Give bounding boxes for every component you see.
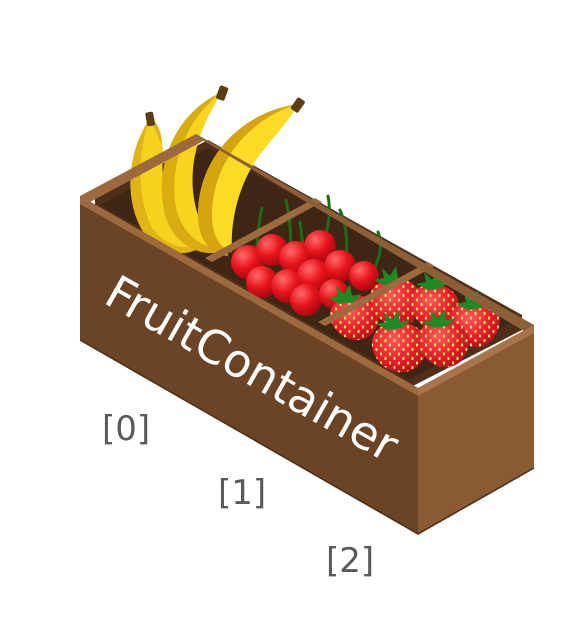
crate-dividers (205, 198, 435, 326)
banana-icon (130, 85, 305, 256)
index-label-0: [0] (102, 409, 150, 449)
crate-body (79, 134, 535, 535)
cherry-icon (231, 194, 382, 316)
index-label-1: [1] (218, 473, 266, 513)
index-label-2: [2] (326, 541, 374, 581)
